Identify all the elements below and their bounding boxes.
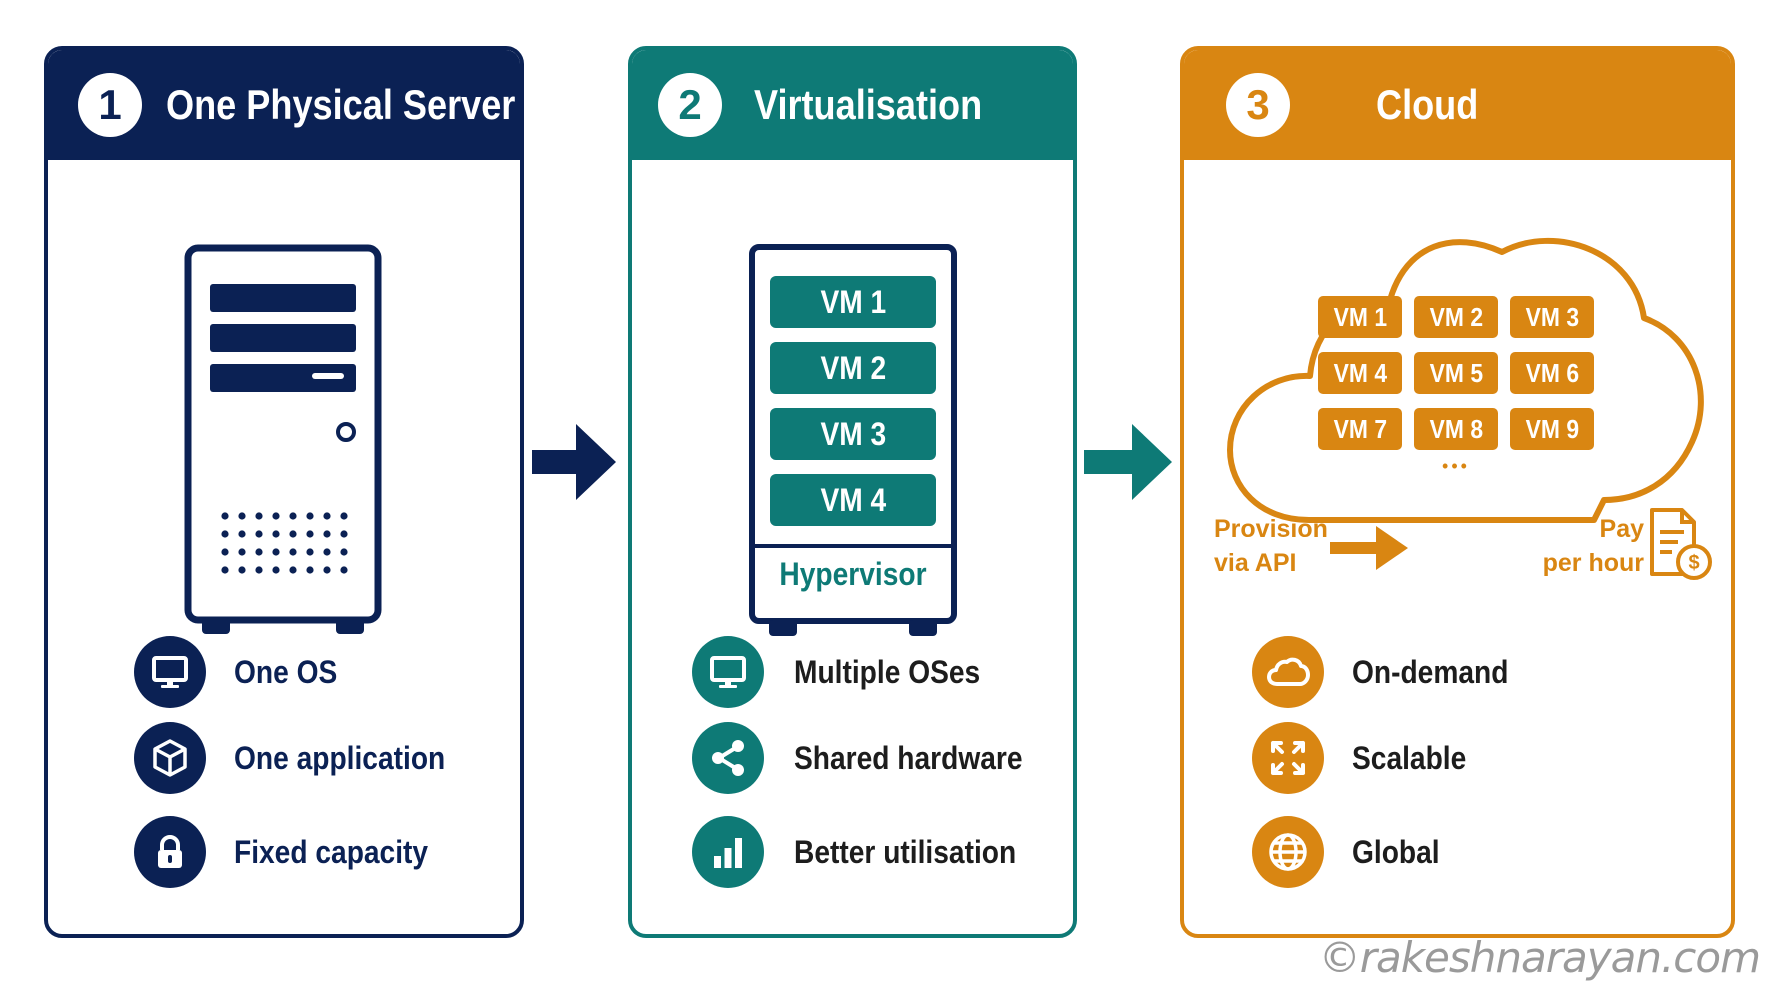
feature-scalable: Scalable [1252, 722, 1482, 794]
monitor-icon [692, 636, 764, 708]
cube-icon [134, 722, 206, 794]
cloud-vm-block: VM 6 [1510, 352, 1594, 394]
panel-title: Cloud [1376, 81, 1479, 128]
feature-label: Shared hardware [794, 739, 1023, 776]
feature-label: Better utilisation [794, 833, 1017, 870]
feature-label: One application [234, 739, 446, 776]
feature-one-os: One OS [134, 636, 351, 708]
hypervisor-label: Hypervisor [779, 556, 927, 592]
feature-multiple-oses: Multiple OSes [692, 636, 1006, 708]
cloud-vm-block: VM 3 [1510, 296, 1594, 338]
feature-label: One OS [234, 653, 338, 690]
vm-block: VM 2 [770, 342, 936, 394]
cloud-vm-block: VM 9 [1510, 408, 1594, 450]
monitor-icon [134, 636, 206, 708]
arrow-right-icon [1330, 526, 1408, 570]
globe-icon [1252, 816, 1324, 888]
invoice-dollar-icon: $ [1650, 508, 1712, 580]
svg-text:$: $ [1688, 552, 1699, 574]
arrow-right-icon [532, 424, 616, 500]
cloud-vm-block: VM 2 [1414, 296, 1498, 338]
feature-label: On-demand [1352, 653, 1509, 690]
copyright-credit: ©rakeshnarayan.com [1318, 933, 1761, 982]
step-number: 2 [658, 73, 722, 137]
cloud-icon [1252, 636, 1324, 708]
arrow-right-icon [1084, 424, 1172, 500]
feature-fixed-capacity: Fixed capacity [134, 816, 455, 888]
expand-icon [1252, 722, 1324, 794]
feature-one-application: One application [134, 722, 474, 794]
cloud-vm-block: VM 7 [1318, 408, 1402, 450]
feature-label: Scalable [1352, 739, 1467, 776]
panel-physical-server: 1 One Physical Server One OS One applica… [44, 46, 524, 938]
cloud-vm-block: VM 4 [1318, 352, 1402, 394]
more-vms-ellipsis: ••• [1442, 456, 1470, 476]
vm-block: VM 4 [770, 474, 936, 526]
cloud-vm-block: VM 5 [1414, 352, 1498, 394]
panel-title: Virtualisation [754, 81, 983, 128]
bar-chart-icon [692, 816, 764, 888]
provision-label: Provision via API [1214, 515, 1328, 577]
panel-cloud: 3 Cloud VM 1 VM 2 VM 3 VM 4 VM 5 VM 6 VM… [1180, 46, 1735, 938]
feature-shared-hardware: Shared hardware [692, 722, 1054, 794]
feature-on-demand: On-demand [1252, 636, 1530, 708]
vm-block: VM 1 [770, 276, 936, 328]
panel-header: 2 Virtualisation [632, 50, 1073, 160]
step-number: 1 [78, 73, 142, 137]
panel-title: One Physical Server [166, 81, 516, 128]
feature-label: Fixed capacity [234, 833, 429, 870]
share-icon [692, 722, 764, 794]
feature-global: Global [1252, 816, 1452, 888]
panel-header: 1 One Physical Server [48, 50, 520, 160]
cloud-vm-block: VM 1 [1318, 296, 1402, 338]
lock-icon [134, 816, 206, 888]
virtualised-server: VM 1 VM 2 VM 3 VM 4 Hypervisor [749, 244, 957, 636]
server-tower-icon [184, 244, 382, 634]
feature-label: Global [1352, 833, 1440, 870]
vm-block: VM 3 [770, 408, 936, 460]
step-number: 3 [1226, 73, 1290, 137]
panel-header: 3 Cloud [1184, 50, 1731, 160]
panel-virtualisation: 2 Virtualisation VM 1 VM 2 VM 3 VM 4 Hyp… [628, 46, 1077, 938]
cloud-vm-block: VM 8 [1414, 408, 1498, 450]
pay-label: Pay per hour [1542, 515, 1644, 577]
feature-label: Multiple OSes [794, 653, 981, 690]
feature-better-utilisation: Better utilisation [692, 816, 1046, 888]
